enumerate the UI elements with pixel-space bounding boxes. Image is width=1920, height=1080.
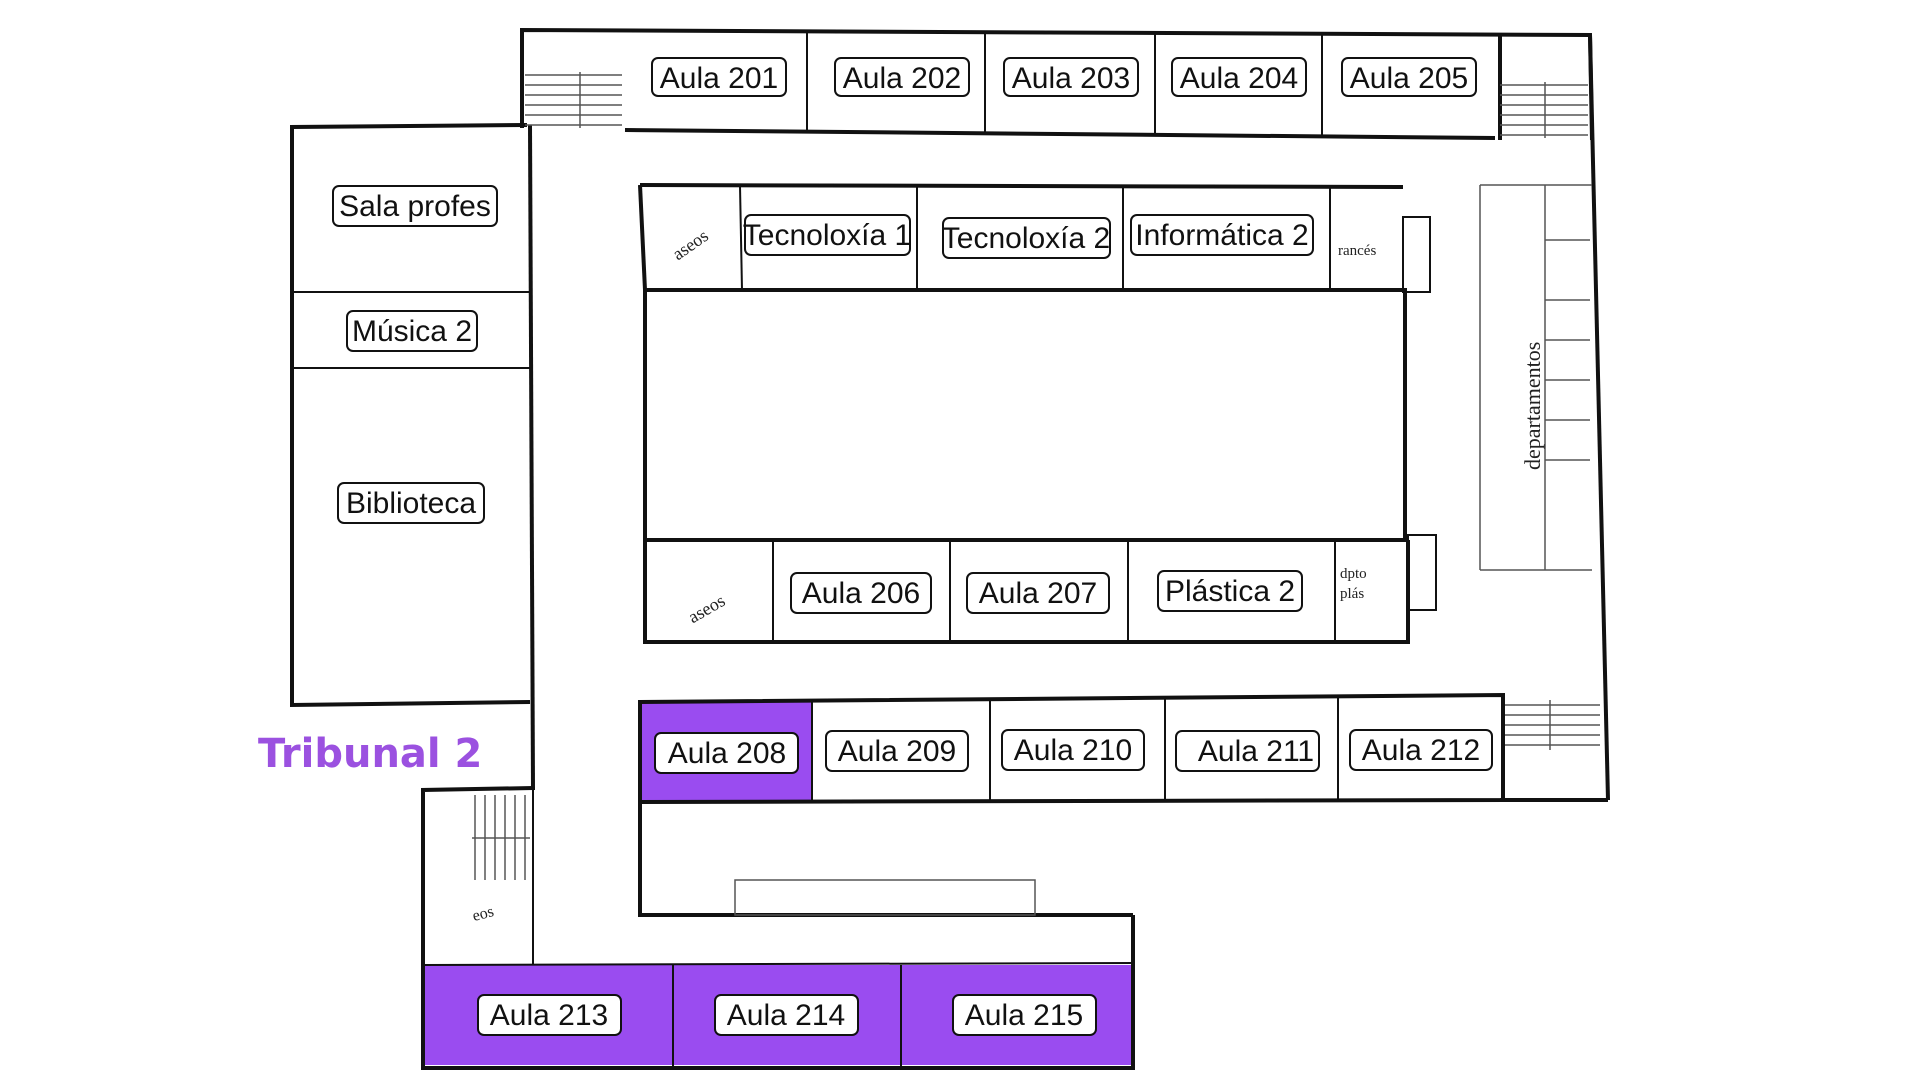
room-tag-aula-207[interactable]: Aula 207: [966, 572, 1110, 614]
room-tag-informatica-2[interactable]: Informática 2: [1130, 214, 1314, 256]
room-label-aula-201: Aula 201: [660, 62, 778, 95]
departamentos-corridor: [1479, 184, 1592, 571]
room-tag-aula-208[interactable]: Aula 208: [654, 732, 799, 774]
departamentos-text: departamentos: [1520, 342, 1545, 470]
room-label-aula-208: Aula 208: [668, 737, 786, 770]
room-tag-aula-211[interactable]: Aula 211: [1175, 730, 1320, 772]
room-tag-biblioteca[interactable]: Biblioteca: [337, 482, 485, 524]
stairs-top-left: [525, 72, 622, 128]
room-label-sala-profes: Sala profes: [339, 190, 491, 223]
aseos-top-text: aseos: [669, 225, 712, 264]
room-tag-aula-201[interactable]: Aula 201: [651, 57, 787, 97]
room-tag-aula-210[interactable]: Aula 210: [1001, 729, 1145, 771]
room-label-tecnoloxia-1: Tecnoloxía 1: [743, 219, 911, 252]
room-tag-tecnoloxia-1[interactable]: Tecnoloxía 1: [743, 214, 911, 256]
room-tag-aula-202[interactable]: Aula 202: [834, 57, 970, 97]
room-label-informatica-2: Informática 2: [1135, 219, 1308, 252]
room-tag-aula-215[interactable]: Aula 215: [952, 994, 1097, 1036]
room-tag-aula-213[interactable]: Aula 213: [477, 994, 622, 1036]
tribunal-title: Tribunal 2: [258, 731, 482, 777]
room-label-aula-212: Aula 212: [1362, 734, 1480, 767]
dpto-plastica-text-1: dpto: [1340, 566, 1367, 582]
room-tag-aula-214[interactable]: Aula 214: [714, 994, 859, 1036]
room-label-aula-211: Aula 211: [1198, 735, 1314, 768]
room-tag-sala-profes[interactable]: Sala profes: [332, 185, 498, 227]
room-label-aula-204: Aula 204: [1180, 62, 1298, 95]
room-tag-aula-203[interactable]: Aula 203: [1003, 57, 1139, 97]
room-tag-aula-204[interactable]: Aula 204: [1171, 57, 1307, 97]
room-label-aula-202: Aula 202: [843, 62, 961, 95]
room-label-plastica-2: Plástica 2: [1165, 575, 1295, 608]
aseos-bottom-text: aseos: [685, 590, 729, 627]
stairs-mid-right: [1505, 700, 1600, 750]
dpto-plastica-text-2: plás: [1340, 586, 1364, 602]
room-label-biblioteca: Biblioteca: [346, 487, 476, 520]
room-label-aula-209: Aula 209: [838, 735, 956, 768]
room-tag-aula-205[interactable]: Aula 205: [1341, 57, 1477, 97]
room-label-tecnoloxia-2: Tecnoloxía 2: [942, 222, 1110, 255]
room-tag-aula-209[interactable]: Aula 209: [825, 730, 969, 772]
room-label-aula-214: Aula 214: [727, 999, 845, 1032]
room-tag-tecnoloxia-2[interactable]: Tecnoloxía 2: [942, 217, 1111, 259]
stairs-top-right: [1500, 82, 1588, 138]
room-tag-musica-2[interactable]: Música 2: [346, 310, 478, 352]
room-label-aula-210: Aula 210: [1014, 734, 1132, 767]
room-label-aula-215: Aula 215: [965, 999, 1083, 1032]
room-tag-aula-212[interactable]: Aula 212: [1349, 729, 1493, 771]
room-label-aula-203: Aula 203: [1012, 62, 1130, 95]
room-label-aula-207: Aula 207: [979, 577, 1097, 610]
room-label-musica-2: Música 2: [352, 315, 472, 348]
room-tag-plastica-2[interactable]: Plástica 2: [1157, 570, 1303, 612]
room-label-aula-206: Aula 206: [802, 577, 920, 610]
room-label-aula-205: Aula 205: [1350, 62, 1468, 95]
building-walls: [290, 27, 1610, 1070]
stairs-lower-left: [472, 795, 530, 880]
frances-text: rancés: [1338, 243, 1376, 259]
room-tag-aula-206[interactable]: Aula 206: [790, 572, 932, 614]
aseos-left-text: eos: [471, 903, 496, 925]
room-label-aula-213: Aula 213: [490, 999, 608, 1032]
